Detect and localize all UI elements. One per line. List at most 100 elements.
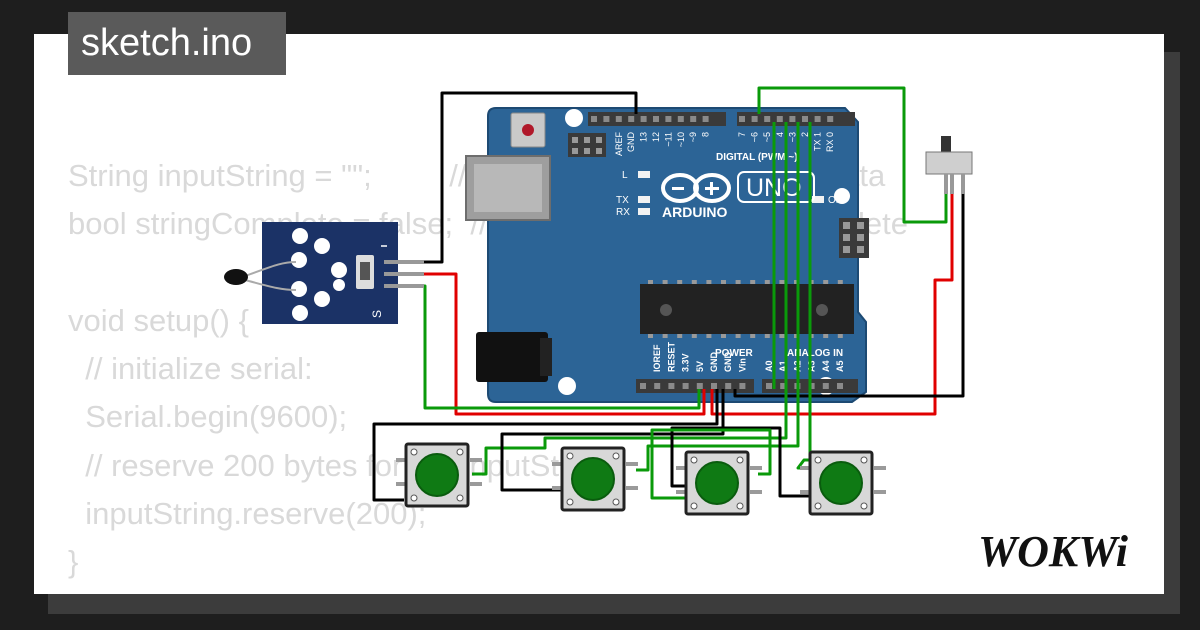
brand-label: ARDUINO [662,204,727,220]
sensor-pin-signal[interactable] [384,284,424,288]
header-pin[interactable] [802,116,808,122]
header-pin[interactable] [628,116,635,122]
header-pin[interactable] [789,116,796,122]
digital-pin-label: ~10 [676,132,686,147]
code-line-9: } [68,544,79,580]
header-pin[interactable] [827,116,834,122]
pushbutton-2[interactable] [552,446,638,512]
mounting-hole [834,188,850,204]
wire-btn1-signal [472,122,788,476]
wires [372,86,965,502]
sensor-pin-vcc[interactable] [384,272,424,276]
digital-pin-label: 7 [737,132,747,137]
header-pin[interactable] [725,383,732,389]
code-line-8: inputString.reserve(200); [68,496,427,532]
led-l-label: L [622,170,628,181]
digital-pin-label: ~11 [663,132,673,147]
header-pin[interactable] [739,383,746,389]
digital-pin-label: 2 [800,132,810,137]
wire-btn1-gnd [372,389,719,502]
header-pin[interactable] [776,116,783,122]
led-on [812,196,824,203]
header-pin[interactable] [808,383,815,389]
digital-header-right [737,112,855,126]
digital-pin-label: 8 [701,132,711,137]
pushbutton-3[interactable] [676,450,762,516]
digital-pin-label: TX 1 [813,132,823,151]
header-pin[interactable] [702,116,709,122]
header-pin[interactable] [640,116,647,122]
digital-pin-label: AREF [614,132,624,157]
header-pin[interactable] [603,116,610,122]
switch-knob[interactable] [941,136,951,154]
header-pin[interactable] [682,383,689,389]
header-pin[interactable] [690,116,697,122]
digital-pin-label: RX 0 [825,132,835,152]
sensor-board [262,222,398,324]
icsp-header-top [568,133,606,157]
power-jack [476,332,548,382]
digital-pin-label: 13 [639,132,649,142]
file-tab[interactable]: sketch.ino [68,12,286,75]
wokwi-logo: WOKWi [978,527,1129,576]
mounting-hole [565,109,583,127]
analog-pin-label: A0 [764,360,774,372]
button-cap[interactable] [571,457,615,501]
icsp-header-right [839,218,869,258]
header-pin[interactable] [711,383,717,389]
header-pin[interactable] [696,383,703,389]
header-pin[interactable] [654,383,661,389]
header-pin[interactable] [653,116,659,122]
digital-pin-label: 12 [651,132,661,142]
temperature-sensor-module[interactable]: S [224,222,424,324]
header-pin[interactable] [764,116,771,122]
switch-body [925,151,973,175]
header-pin[interactable] [814,116,821,122]
header-pin[interactable] [640,383,646,389]
header-pin[interactable] [668,383,675,389]
header-pin[interactable] [615,116,622,122]
digital-pin-label: ~3 [787,132,797,142]
sensor-pin-gnd[interactable] [384,260,424,264]
thermistor-icon [224,269,248,285]
pushbuttons [396,442,886,516]
slide-switch[interactable] [925,136,973,194]
digital-pin-label: GND [626,132,636,153]
led-on-label: ON [828,195,843,206]
led-l [638,171,650,178]
power-pin-label: 5V [695,361,705,372]
wire-switch-vcc [710,194,954,416]
button-cap[interactable] [415,453,459,497]
digital-pin-label: 4 [775,132,785,137]
led-rx-label: RX [616,207,630,218]
header-pin[interactable] [665,116,672,122]
analog-pin-label: A5 [835,360,845,372]
header-pin[interactable] [739,116,745,122]
analog-in-label: ANALOG IN [787,348,843,359]
header-pin[interactable] [837,383,843,389]
wire-btn2-signal [636,122,800,472]
header-pin[interactable] [766,383,772,389]
pushbutton-4[interactable] [800,450,886,516]
mounting-hole [558,377,576,395]
wire-btn4-gnd [778,478,812,498]
button-cap[interactable] [819,461,863,505]
led-tx [638,196,650,203]
power-pin-label: Vin [737,358,747,372]
button-cap[interactable] [695,461,739,505]
power-pin-label: GND [709,352,719,373]
header-pin[interactable] [591,116,597,122]
sensor-signal-label: S [370,310,384,318]
wire-sensor-vcc [424,272,706,416]
header-pin[interactable] [780,383,787,389]
header-pin[interactable] [751,116,758,122]
header-pin[interactable] [822,383,829,389]
pushbutton-1[interactable] [396,442,482,508]
digital-pin-label: ~9 [688,132,698,142]
analog-pin-label: A1 [778,360,788,372]
power-pin-label: RESET [666,341,676,372]
power-pin-label: 3.3V [681,353,691,372]
header-pin[interactable] [677,116,684,122]
power-pin-label: GND [723,352,733,373]
